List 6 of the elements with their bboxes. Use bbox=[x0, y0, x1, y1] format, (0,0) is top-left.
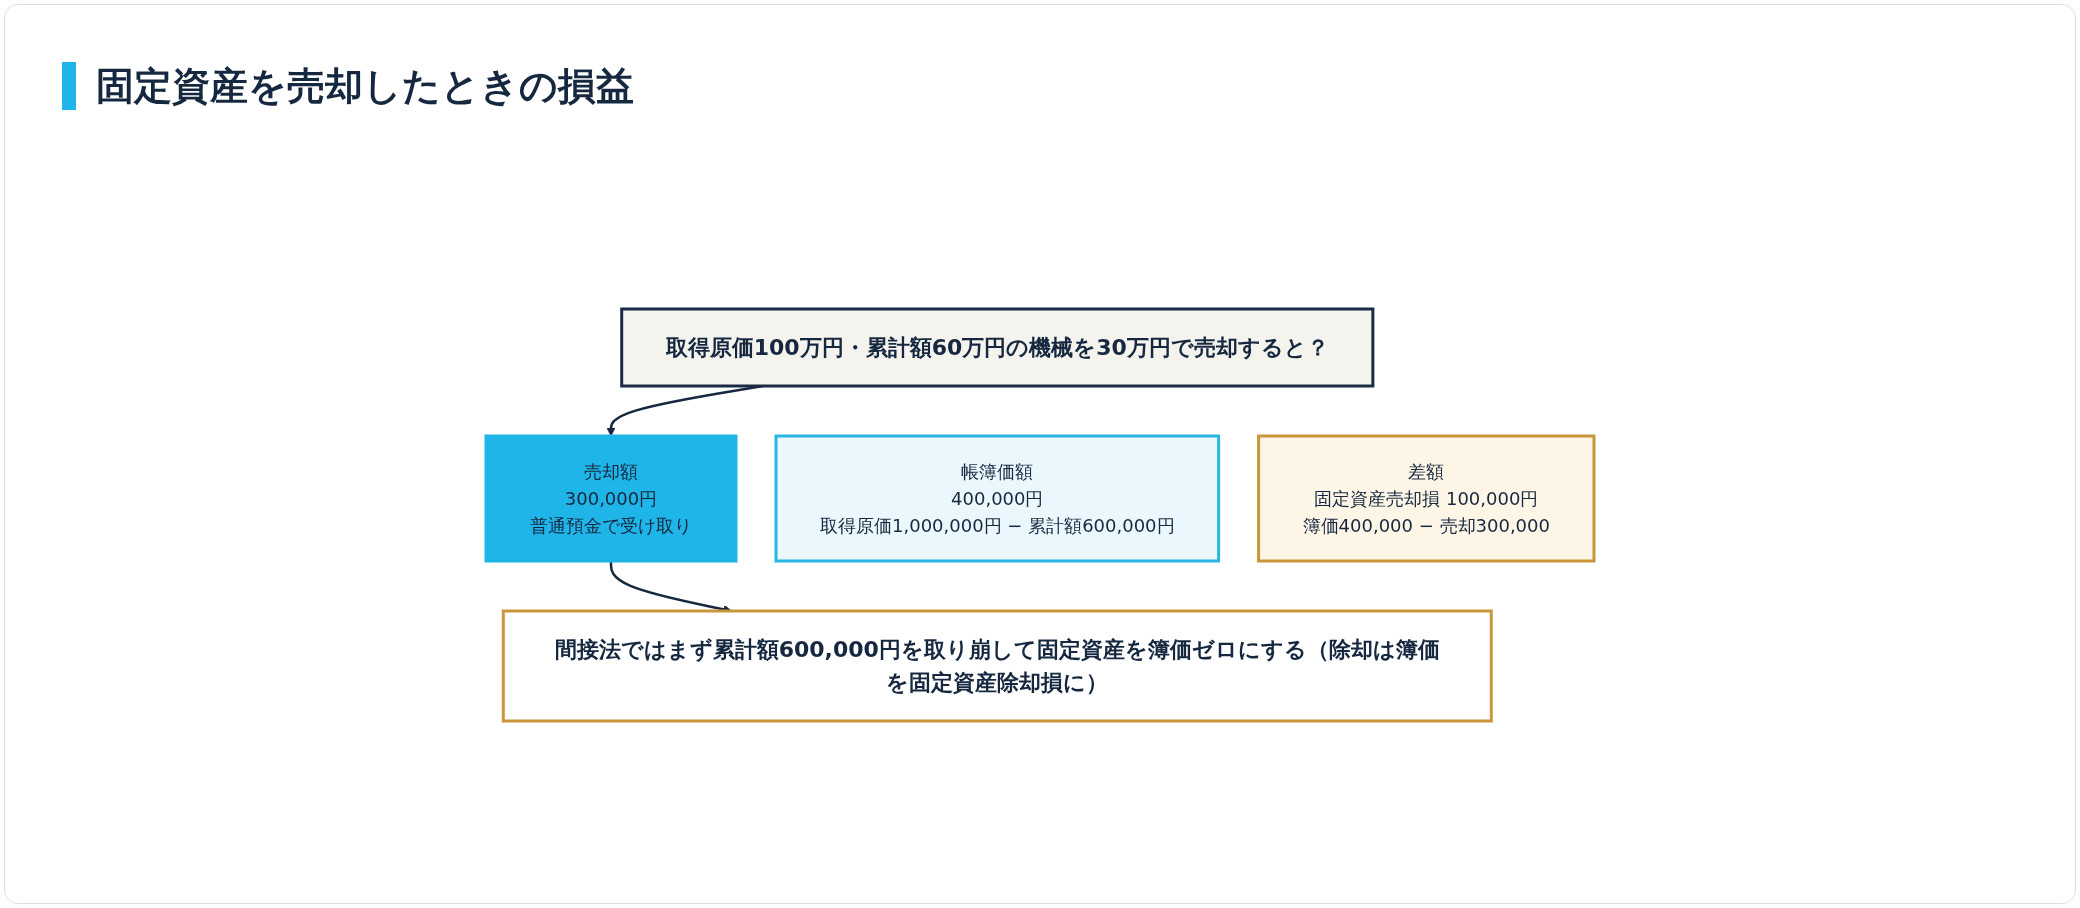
node-box: 差額 固定資産売却損 100,000円 簿価400,000 − 売却300,000 bbox=[1257, 434, 1596, 563]
node-box: 帳簿価額 400,000円 取得原価1,000,000円 − 累計額600,000円 bbox=[774, 434, 1221, 563]
node-box: 取得原価100万円・累計額60万円の機械を30万円で売却すると？ bbox=[620, 307, 1375, 388]
node-box: 間接法ではまず累計額600,000円を取り崩して固定資産を簿価ゼロにする（除却は簿価を固定資産除却損に） bbox=[501, 609, 1493, 723]
node-box: 売却額 300,000円 普通預金で受け取り bbox=[484, 434, 738, 563]
title: 固定資産を売却したときの損益 bbox=[62, 62, 634, 110]
